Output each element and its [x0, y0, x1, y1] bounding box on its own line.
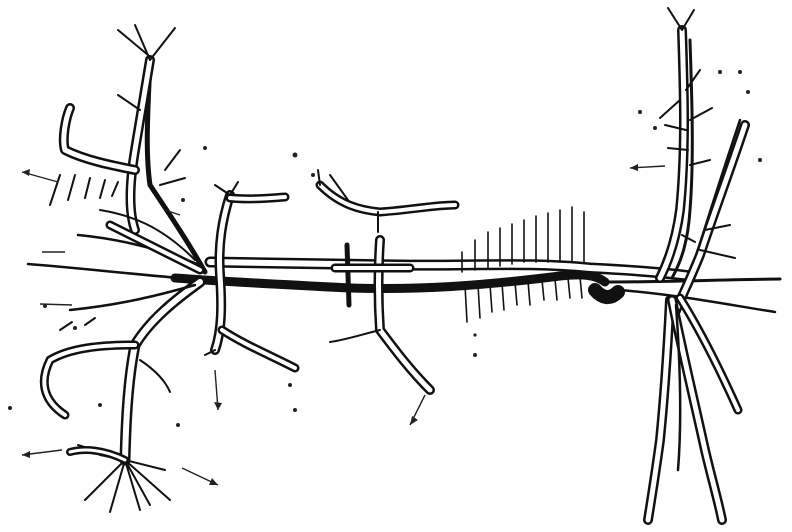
- left-lower-twig-2: [60, 318, 95, 330]
- middle-cross-dark: [347, 245, 349, 305]
- main-trunk: [175, 275, 605, 289]
- right-lower-hollow-1: [648, 300, 670, 520]
- annotation-arrows: [22, 164, 665, 485]
- left-top-twig-4: [118, 95, 140, 110]
- main-trunk-right-lower: [620, 290, 775, 312]
- left-lower-hollow-branch: [125, 282, 200, 460]
- middle-lower-twig: [330, 330, 380, 342]
- left-lower-loop: [44, 345, 135, 415]
- bottom-left-hollow: [70, 450, 125, 460]
- upper-left-twig: [160, 150, 185, 185]
- middle-left-lower-arm: [222, 330, 295, 368]
- left-fan-hollow: [110, 225, 200, 270]
- upper-left-side-branch: [64, 108, 135, 170]
- left-main-branch: [147, 60, 205, 272]
- right-tall-hollow-1: [660, 30, 684, 278]
- upper-left-comb: [50, 175, 118, 205]
- middle-left-upper-arm: [230, 197, 285, 199]
- main-trunk-left-extension: [28, 264, 180, 278]
- upper-middle-twigs: [318, 170, 378, 232]
- left-lower-twig-1: [140, 360, 170, 392]
- left-top-twig-1: [150, 28, 175, 60]
- junction-knot: [595, 290, 618, 297]
- upper-hollow-tube: [210, 262, 690, 276]
- scattered-marks: [8, 70, 762, 427]
